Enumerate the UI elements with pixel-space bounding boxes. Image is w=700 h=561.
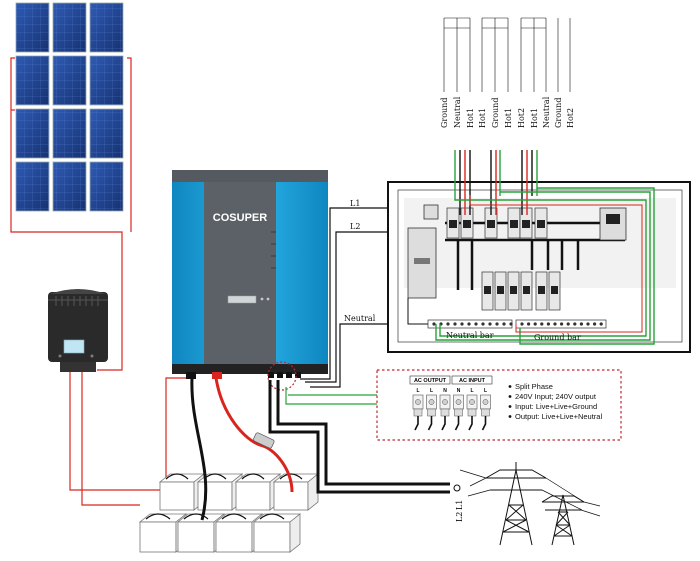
breaker: [460, 207, 474, 239]
solar-panel: [15, 2, 50, 53]
grid-l1-label: L1: [455, 500, 464, 510]
battery: [234, 473, 282, 511]
neutral-bar-label: Neutral bar: [446, 331, 494, 340]
inverter-display: [227, 295, 257, 304]
svg-text:N: N: [443, 388, 447, 394]
circuit-label: Hot1: [504, 108, 513, 128]
circuit-label: Ground: [440, 98, 449, 128]
solar-panel: [52, 108, 87, 159]
terminal-info-box: AC OUTPUT AC INPUT L L N N L L Split Phase240…: [376, 369, 622, 441]
svg-text:L: L: [416, 388, 419, 394]
grid-l2-label: L2: [455, 512, 464, 522]
battery-bank: [138, 473, 320, 553]
panel-wiring: [407, 150, 655, 345]
ac-output-label: AC OUTPUT: [414, 378, 447, 384]
grid-terminal: [453, 484, 461, 492]
terminal: N: [439, 388, 451, 431]
svg-text:Output: Live+Live+Neutral: Output: Live+Live+Neutral: [515, 412, 602, 421]
breaker: [481, 271, 494, 311]
circuit-label: Hot1: [530, 108, 539, 128]
svg-text:Input: Live+Live+Ground: Input: Live+Live+Ground: [515, 402, 597, 411]
breaker: [548, 271, 561, 311]
utility-towers: [459, 462, 601, 546]
inverter: COSUPER: [172, 170, 328, 379]
svg-text:L: L: [430, 388, 433, 394]
solar-panel: [89, 2, 124, 53]
circuit-label: Hot1: [478, 108, 487, 128]
solar-panel: [89, 108, 124, 159]
tower-large: [485, 462, 547, 546]
solar-panel: [89, 55, 124, 106]
battery: [158, 473, 206, 511]
l1-label: L1: [350, 199, 360, 208]
tower-small: [541, 494, 585, 546]
charge-controller: [48, 289, 108, 372]
breaker: [534, 207, 548, 239]
feature-item: Input: Live+Live+Ground: [508, 402, 597, 411]
svg-text:N: N: [457, 388, 461, 394]
terminal-callout-circle: [267, 361, 297, 391]
circuit-label: Ground: [554, 98, 563, 128]
inverter-brand: COSUPER: [213, 212, 267, 224]
ac-input-label: AC INPUT: [459, 378, 486, 384]
solar-panel: [15, 161, 50, 212]
terminal: N: [453, 388, 464, 431]
breaker: [507, 271, 520, 311]
battery: [196, 473, 244, 511]
terminal: L: [412, 388, 424, 431]
controller-screen: [63, 339, 85, 354]
battery: [272, 473, 320, 511]
main-breaker-top: [423, 204, 439, 220]
circuit-label: Neutral: [542, 96, 551, 128]
branch-circuits: [443, 17, 571, 92]
solar-array: [15, 2, 124, 212]
breaker: [446, 207, 460, 239]
svg-text:L: L: [484, 388, 487, 394]
terminal: L: [480, 388, 491, 431]
ground-bar-label: Ground bar: [534, 333, 581, 342]
svg-text:Split Phase: Split Phase: [515, 382, 553, 391]
neutral-label: Neutral: [344, 314, 376, 323]
breaker: [535, 271, 548, 311]
feature-item: 240V Input; 240V output: [508, 392, 597, 401]
circuit-label: Hot2: [517, 108, 526, 128]
breaker-row: [446, 207, 561, 311]
feature-item: Output: Live+Live+Neutral: [508, 412, 602, 421]
terminal: L: [466, 388, 478, 431]
solar-panel: [15, 55, 50, 106]
svg-text:240V Input; 240V output: 240V Input; 240V output: [515, 392, 597, 401]
fuse: [253, 432, 275, 449]
battery-cables: [190, 377, 294, 521]
battery: [252, 513, 302, 553]
l2-label: L2: [350, 222, 360, 231]
ground-bar: [515, 319, 607, 329]
circuit-label: Hot2: [566, 108, 575, 128]
grid-cables: [268, 380, 450, 494]
solar-panel: [89, 161, 124, 212]
solar-panel: [52, 161, 87, 212]
solar-panel: [15, 108, 50, 159]
breaker: [520, 271, 533, 311]
breaker: [494, 271, 507, 311]
circuit-label: Hot1: [466, 108, 475, 128]
breaker: [519, 207, 533, 239]
breaker: [507, 207, 521, 239]
solar-panel: [52, 55, 87, 106]
distribution-panel: [387, 181, 691, 353]
solar-panel: [52, 2, 87, 53]
feature-item: Split Phase: [508, 382, 553, 391]
svg-text:L: L: [470, 388, 473, 394]
terminal: L: [426, 388, 437, 431]
circuit-label: Ground: [491, 98, 500, 128]
circuit-label: Neutral: [453, 96, 462, 128]
